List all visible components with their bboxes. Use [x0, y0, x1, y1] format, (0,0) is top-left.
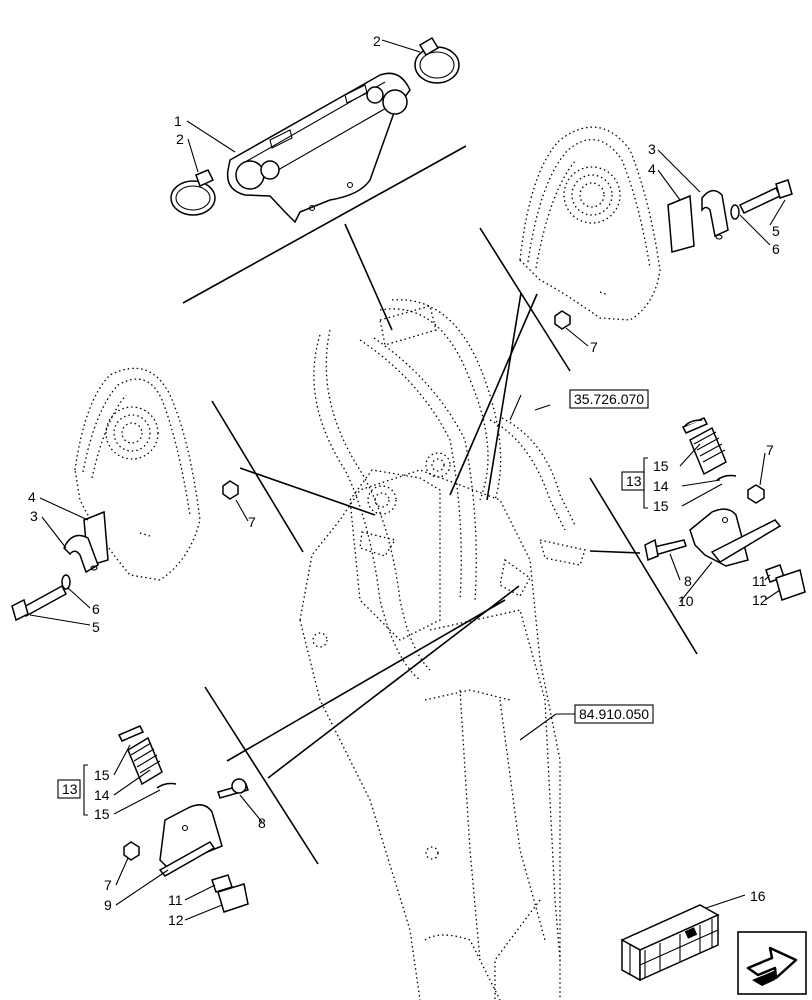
callout-7-top: 7: [590, 339, 598, 355]
boom-end-top-right: [519, 126, 661, 321]
callout-5-left: 5: [92, 619, 100, 635]
boom-body: [299, 299, 586, 1000]
callout-14-right: 14: [653, 478, 669, 494]
callout-10: 10: [678, 593, 694, 609]
hose-holder-parts-3-4-left: [63, 510, 109, 574]
bolt-part-5-left: [11, 584, 67, 622]
callout-6-left: 6: [92, 601, 100, 617]
hose-clamp-part-2-top: [414, 36, 460, 84]
washer-part-6-left: [61, 574, 71, 590]
fitting-group-right: [644, 417, 806, 601]
callout-15-left-b: 15: [94, 806, 110, 822]
callout-14-left: 14: [94, 787, 110, 803]
callout-15-right-b: 15: [653, 498, 669, 514]
shipping-crate-icon: [620, 904, 720, 982]
next-page-arrow-icon[interactable]: [737, 931, 807, 995]
callout-8-left: 8: [258, 815, 266, 831]
clamp-bracket-part-1: [226, 72, 411, 224]
callout-13-left: 13: [62, 781, 78, 797]
callout-7-right: 7: [766, 442, 774, 458]
hose-clamp-part-2-left: [170, 169, 216, 216]
callout-12-right: 12: [752, 592, 768, 608]
callout-4-left: 4: [28, 489, 36, 505]
callout-5-top: 5: [772, 223, 780, 239]
ref-label-mid[interactable]: 84.910.050: [579, 706, 649, 722]
callout-15-right-a: 15: [653, 458, 669, 474]
callout-3-top: 3: [648, 141, 656, 157]
connector-lines: [182, 145, 698, 865]
callout-15-left-a: 15: [94, 767, 110, 783]
callout-9: 9: [104, 897, 112, 913]
boom-end-left: [74, 367, 201, 581]
nut-part-7-top: [554, 310, 571, 330]
callout-4-top: 4: [648, 161, 656, 177]
callout-12-left: 12: [168, 912, 184, 928]
group-bracket-13-right: [621, 457, 648, 509]
callout-11-left: 11: [168, 892, 183, 908]
callout-7-left: 7: [248, 514, 256, 530]
hose-holder-parts-3-4-top: [667, 189, 729, 253]
callout-2-left: 2: [176, 131, 184, 147]
callout-3-left: 3: [30, 508, 38, 524]
washer-part-6-top: [730, 204, 740, 220]
callout-16: 16: [750, 888, 766, 904]
leader-lines: [29, 39, 786, 921]
callout-13-right: 13: [626, 473, 642, 489]
callout-6-top: 6: [772, 241, 780, 257]
nut-part-7-left: [222, 480, 239, 500]
callout-labels: 2 1 2 3 4 5 6 7 4 3 6 5 7 7 13 15 14 15 …: [28, 33, 780, 928]
callout-1: 1: [174, 113, 182, 129]
fitting-group-left: [117, 725, 249, 913]
group-bracket-13-left: [57, 764, 88, 816]
callout-2-top: 2: [373, 33, 381, 49]
ref-box-top[interactable]: [569, 389, 649, 409]
callout-8-right: 8: [684, 573, 692, 589]
callout-11-right: 11: [752, 573, 767, 589]
ref-label-top[interactable]: 35.726.070: [574, 391, 644, 407]
bolt-part-5-top: [738, 179, 793, 214]
callout-7-bottom: 7: [104, 877, 112, 893]
ref-box-mid[interactable]: [574, 704, 654, 724]
